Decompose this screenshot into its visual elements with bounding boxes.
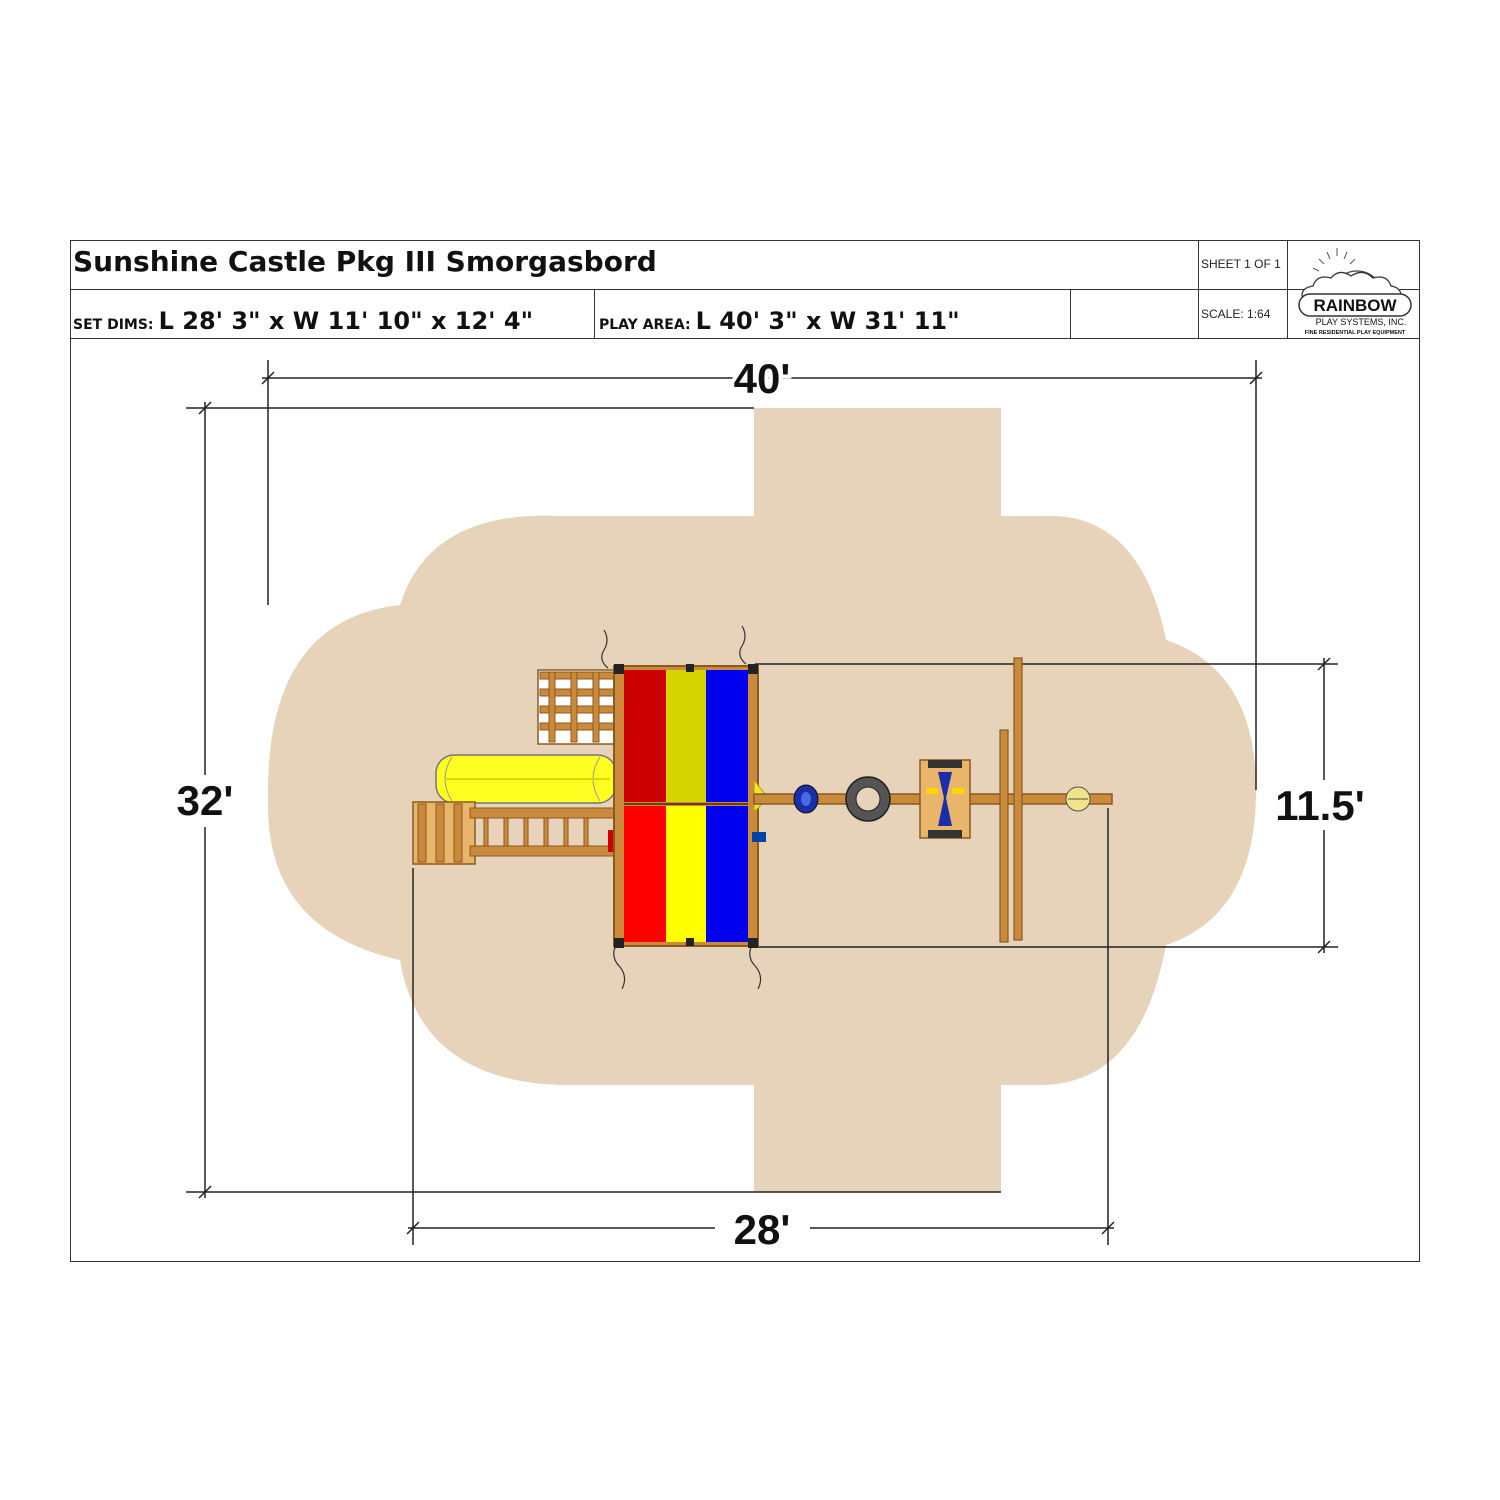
cloud-icon [1301, 271, 1402, 301]
toddler-swing [1065, 786, 1091, 812]
wave-slide [435, 754, 617, 804]
break-lines [601, 625, 762, 990]
dim-play-width-label: 40' [734, 355, 791, 402]
dim-play-depth-label: 32' [177, 777, 234, 824]
logo-brand: RAINBOW [1313, 296, 1397, 315]
play-area: PLAY AREA: L 40' 3" x W 31' 11" [599, 307, 960, 335]
sheet-number: SHEET 1 OF 1 [1201, 257, 1281, 271]
tire-swing [845, 776, 891, 822]
set-dims-value: L 28' 3" x W 11' 10" x 12' 4" [158, 307, 534, 335]
belt-swing [793, 784, 819, 814]
dim-play-width [261, 360, 1263, 790]
dims-cell-divider [594, 289, 595, 338]
blank-cell-divider [1070, 289, 1071, 338]
dim-width-label-bg [1268, 780, 1372, 830]
glider [919, 759, 971, 839]
header-bottom-divider [71, 338, 1419, 339]
play-area-value: L 40' 3" x W 31' 11" [695, 307, 960, 335]
set-dims-label: SET DIMS: [73, 317, 154, 333]
dim-set-length-label: 28' [734, 1206, 791, 1253]
logo-cell-divider [1287, 241, 1288, 338]
logo-tagline: FINE RESIDENTIAL PLAY EQUIPMENT [1305, 330, 1406, 336]
play-area-label: PLAY AREA: [599, 317, 691, 333]
logo-company: PLAY SYSTEMS, INC. [1316, 317, 1407, 327]
dim-set-width-label: 11.5' [1275, 782, 1364, 829]
logo-badge [1298, 293, 1412, 317]
header-divider [71, 289, 1419, 290]
sun-rays-icon [1312, 248, 1356, 272]
drawing-scale: SCALE: 1:64 [1201, 307, 1271, 321]
tower-roof [613, 664, 769, 948]
rainbow-logo: RAINBOW PLAY SYSTEMS, INC. FINE RESIDENT… [1298, 248, 1412, 336]
sheet-cell-divider [1198, 241, 1199, 338]
drawing-sheet: Sunshine Castle Pkg III Smorgasbord SHEE… [70, 240, 1420, 1262]
set-dims: SET DIMS: L 28' 3" x W 11' 10" x 12' 4" [73, 307, 533, 335]
drawing-title: Sunshine Castle Pkg III Smorgasbord [73, 245, 657, 278]
upper-climber [537, 669, 617, 745]
dim-length-label-bg [715, 1208, 810, 1254]
dim-depth-label-bg [160, 775, 250, 827]
